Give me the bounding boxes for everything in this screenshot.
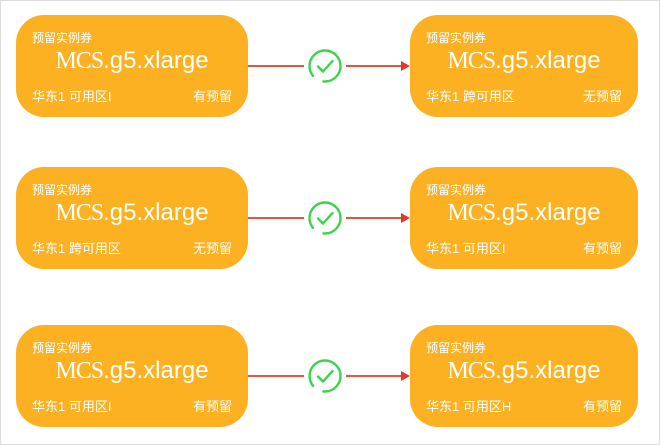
connector	[248, 358, 410, 394]
instance-type-prefix: MCS	[55, 358, 104, 384]
card-footer: 华东1 可用区I 有预留	[426, 241, 622, 256]
connector-line	[248, 217, 304, 219]
card-footer: 华东1 可用区H 有预留	[426, 399, 622, 414]
instance-type-prefix: MCS	[447, 48, 496, 74]
connector-line	[345, 217, 401, 219]
zone-text: 华东1 可用区I	[32, 399, 112, 414]
coupon-card: 预留实例券 MCS.g5.xlarge 华东1 可用区H 有预留	[410, 325, 638, 427]
card-footer: 华东1 可用区I 有预留	[32, 399, 232, 414]
check-circle-icon	[307, 359, 342, 393]
zone-text: 华东1 可用区I	[426, 241, 506, 256]
coupon-label: 预留实例券	[426, 31, 487, 45]
coupon-card: 预留实例券 MCS.g5.xlarge 华东1 可用区I 有预留	[410, 167, 638, 269]
diagram-row-2: 预留实例券 MCS.g5.xlarge 华东1 跨可用区 无预留 预留实例券 M…	[1, 167, 659, 269]
check-circle-icon	[307, 201, 342, 235]
status-text: 有预留	[192, 89, 232, 104]
coupon-label: 预留实例券	[32, 183, 93, 197]
connector-line	[248, 375, 304, 377]
instance-type-suffix: .g5.xlarge	[103, 357, 209, 384]
instance-type: MCS.g5.xlarge	[32, 357, 232, 385]
zone-text: 华东1 跨可用区	[426, 89, 515, 104]
coupon-card: 预留实例券 MCS.g5.xlarge 华东1 跨可用区 无预留	[410, 15, 638, 117]
status-text: 有预留	[582, 399, 622, 414]
diagram-row-3: 预留实例券 MCS.g5.xlarge 华东1 可用区I 有预留 预留实例券 M…	[1, 325, 659, 427]
coupon-label: 预留实例券	[426, 183, 487, 197]
instance-type-suffix: .g5.xlarge	[495, 357, 601, 384]
coupon-label: 预留实例券	[426, 341, 487, 355]
connector	[248, 48, 410, 84]
instance-type: MCS.g5.xlarge	[426, 357, 622, 385]
instance-type: MCS.g5.xlarge	[426, 47, 622, 75]
instance-type-suffix: .g5.xlarge	[103, 47, 209, 74]
zone-text: 华东1 可用区I	[32, 89, 112, 104]
arrowhead-icon	[401, 61, 410, 71]
instance-type-suffix: .g5.xlarge	[495, 47, 601, 74]
instance-type-prefix: MCS	[55, 200, 104, 226]
status-text: 有预留	[582, 241, 622, 256]
instance-type-prefix: MCS	[447, 200, 496, 226]
diagram-row-1: 预留实例券 MCS.g5.xlarge 华东1 可用区I 有预留 预留实例券 M…	[1, 15, 659, 117]
instance-type: MCS.g5.xlarge	[32, 47, 232, 75]
instance-type-suffix: .g5.xlarge	[103, 199, 209, 226]
coupon-label: 预留实例券	[32, 341, 93, 355]
coupon-card: 预留实例券 MCS.g5.xlarge 华东1 可用区I 有预留	[16, 15, 248, 117]
status-text: 有预留	[192, 399, 232, 414]
instance-type-prefix: MCS	[55, 48, 104, 74]
zone-text: 华东1 跨可用区	[32, 241, 121, 256]
connector-line	[248, 65, 304, 67]
zone-text: 华东1 可用区H	[426, 399, 512, 414]
card-footer: 华东1 跨可用区 无预留	[32, 241, 232, 256]
arrowhead-icon	[401, 213, 410, 223]
card-footer: 华东1 可用区I 有预留	[32, 89, 232, 104]
instance-type: MCS.g5.xlarge	[426, 199, 622, 227]
instance-type-suffix: .g5.xlarge	[495, 199, 601, 226]
instance-type: MCS.g5.xlarge	[32, 199, 232, 227]
instance-type-prefix: MCS	[447, 358, 496, 384]
coupon-card: 预留实例券 MCS.g5.xlarge 华东1 跨可用区 无预留	[16, 167, 248, 269]
coupon-card: 预留实例券 MCS.g5.xlarge 华东1 可用区I 有预留	[16, 325, 248, 427]
check-circle-icon	[307, 49, 342, 83]
card-footer: 华东1 跨可用区 无预留	[426, 89, 622, 104]
connector-line	[345, 65, 401, 67]
arrowhead-icon	[401, 371, 410, 381]
coupon-label: 预留实例券	[32, 31, 93, 45]
connector-line	[345, 375, 401, 377]
status-text: 无预留	[582, 89, 622, 104]
connector	[248, 200, 410, 236]
status-text: 无预留	[192, 241, 232, 256]
